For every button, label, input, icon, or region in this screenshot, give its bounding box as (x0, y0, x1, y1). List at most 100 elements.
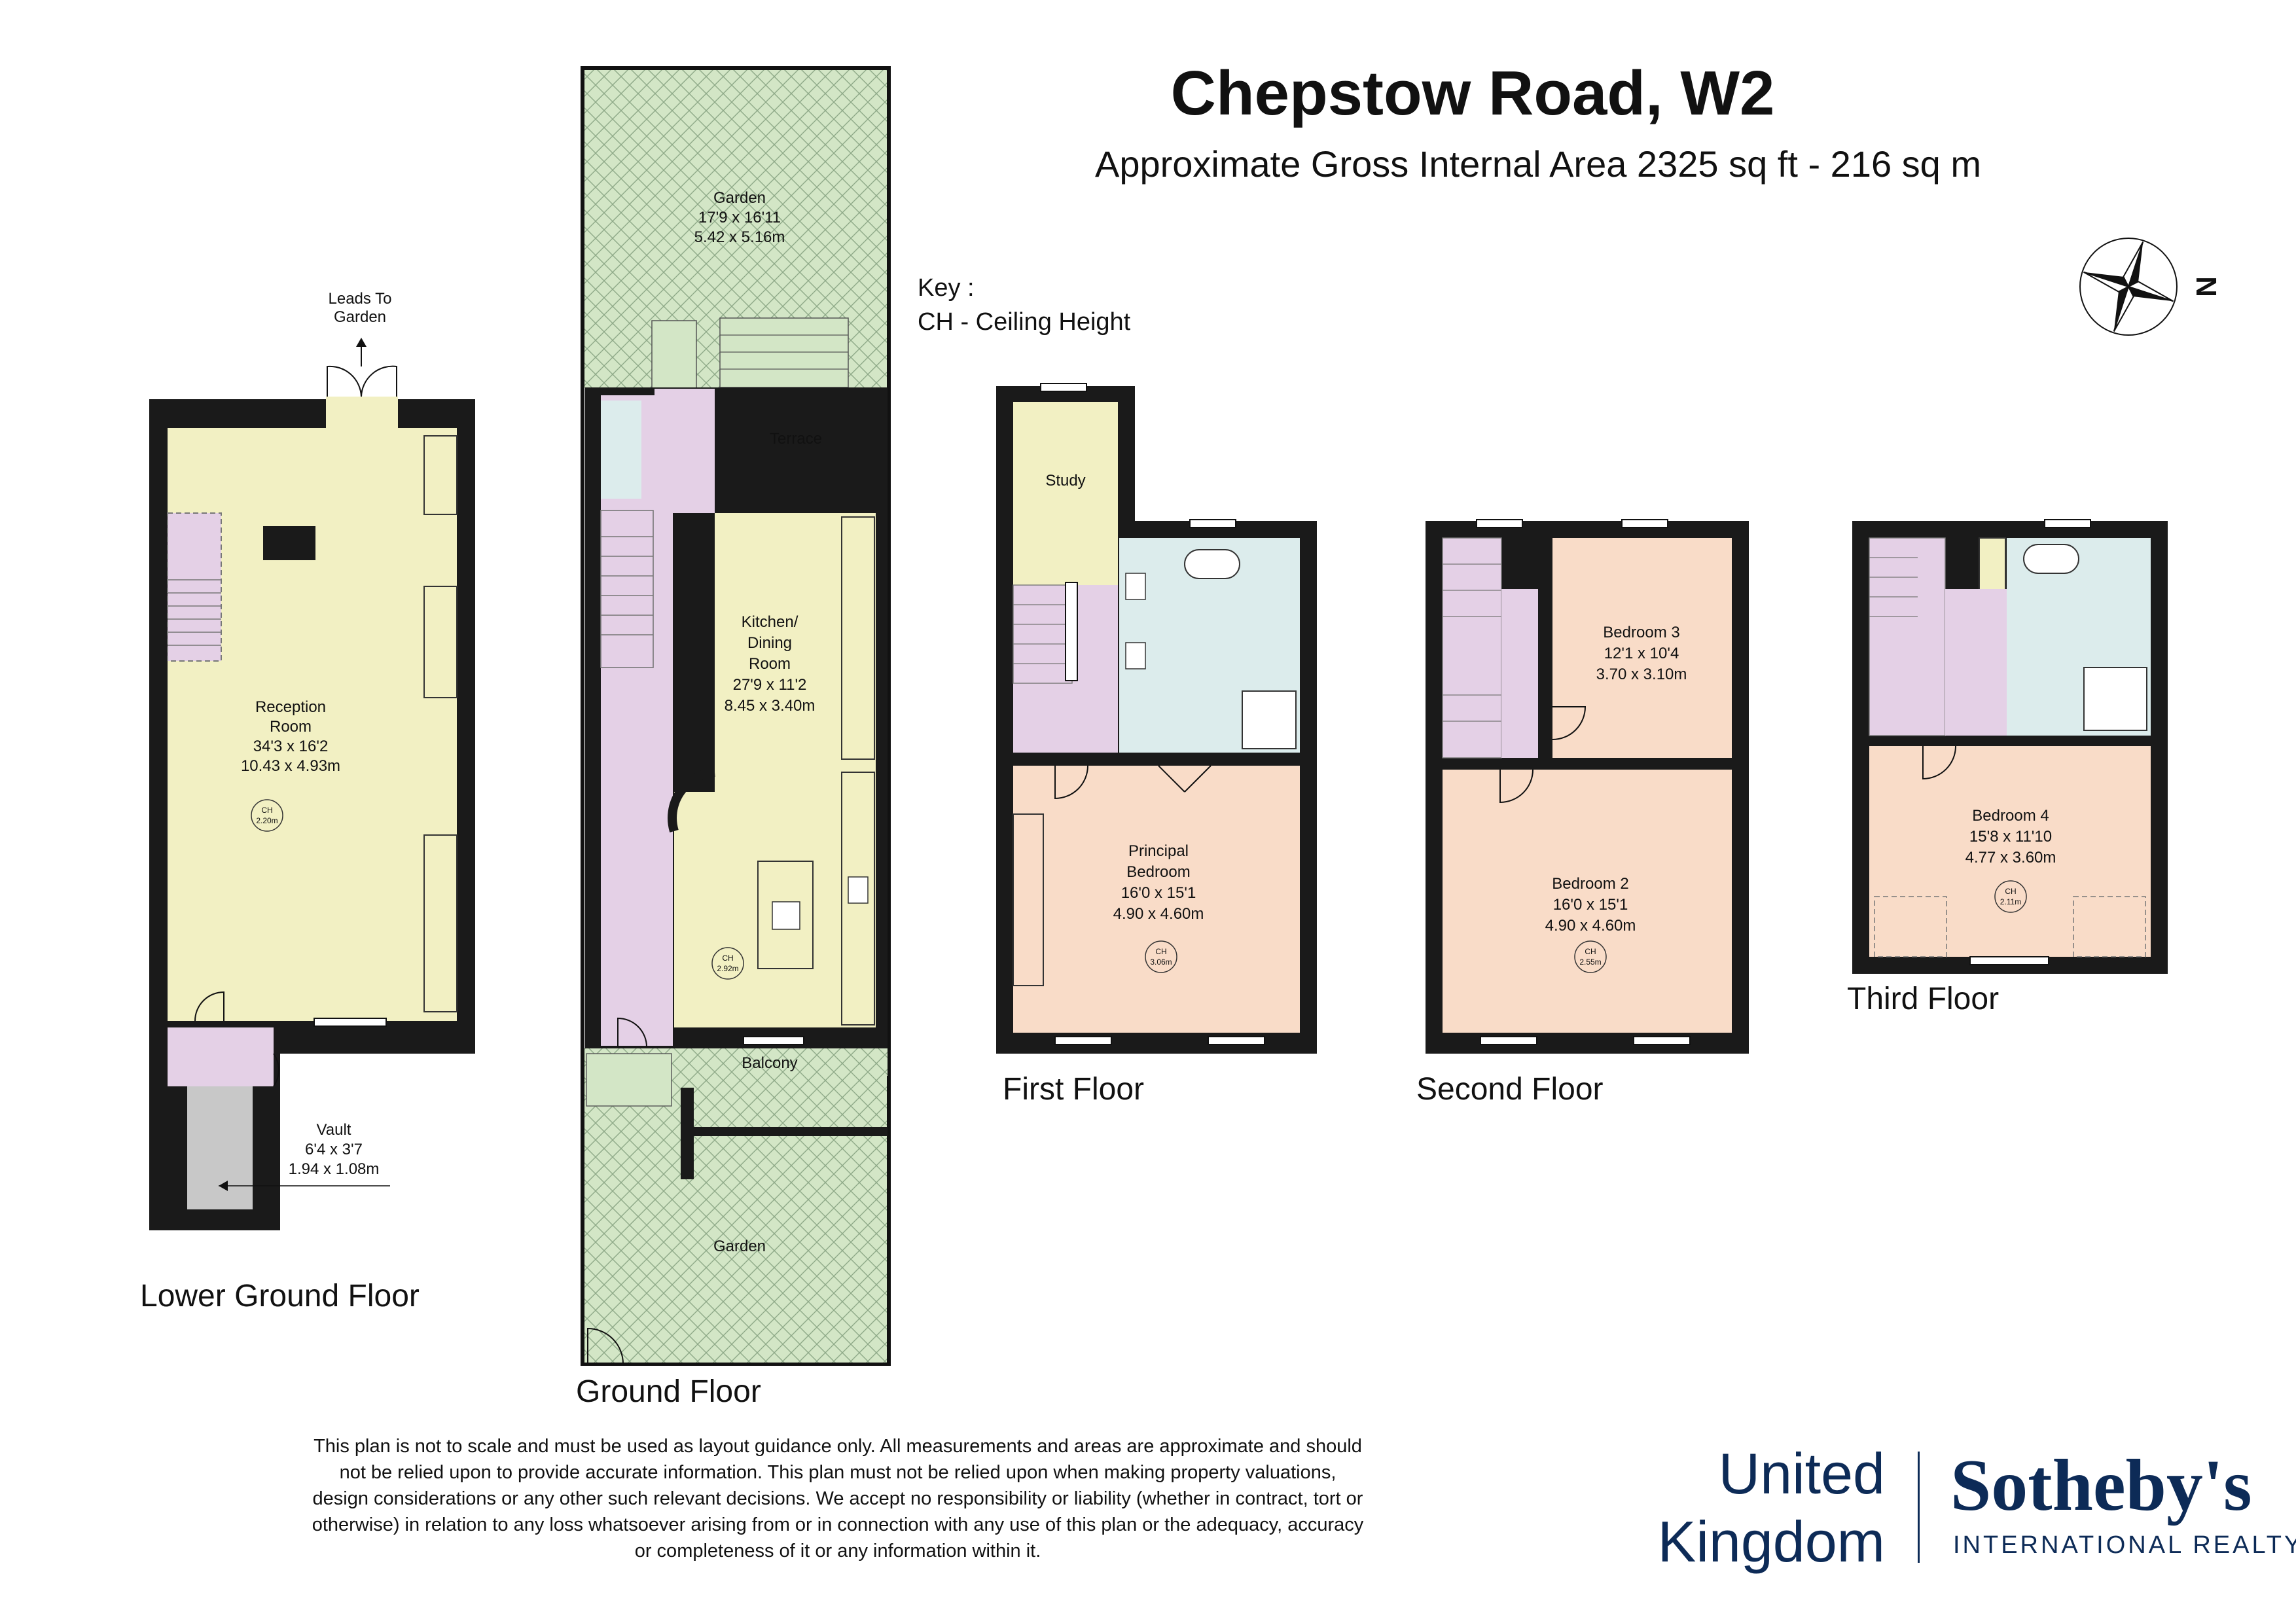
third-floor-stairs (1869, 537, 1946, 736)
principal-ceiling-height-badge (1145, 940, 1177, 973)
vault-area (187, 1086, 253, 1209)
bedroom-4-door (1922, 745, 1956, 780)
lower-ground-floor: Leads To Garden Reception Room 34'3 x 16… (140, 290, 475, 1313)
rear-garden-outline (581, 66, 891, 1366)
principal-bathtub (1184, 549, 1240, 579)
third-floor-window-1 (2044, 519, 2091, 528)
first-floor-handrail (1065, 582, 1078, 681)
second-floor-window-1 (1476, 519, 1523, 528)
principal-wardrobe (1013, 813, 1044, 986)
bedroom-2-name: Bedroom 2 (1552, 875, 1628, 893)
kitchen-counter-right (841, 516, 875, 760)
third-floor-landing (1945, 589, 2007, 736)
rear-garden-metric: 5.42 x 5.16m (694, 228, 785, 246)
second-floor-window-2 (1621, 519, 1668, 528)
disclaimer-line: This plan is not to scale and must be us… (314, 1436, 1362, 1457)
reception-ceiling-height-badge (251, 799, 283, 832)
second-floor-window-4 (1633, 1036, 1691, 1045)
kitchen-name-1: Kitchen/ (742, 613, 798, 631)
logo-region-line-2: Kingdom (1657, 1509, 1885, 1574)
kitchen-left-niche (674, 792, 715, 1027)
bedroom-3-metric: 3.70 x 3.10m (1596, 666, 1687, 683)
bedroom-2-ch-value: 2.55m (1579, 957, 1601, 967)
reception-room-imperial: 34'3 x 16'2 (253, 738, 329, 755)
principal-imperial: 16'0 x 15'1 (1121, 884, 1196, 902)
logo-region: United Kingdom (1636, 1440, 1885, 1576)
hall-to-terrace-passage (655, 389, 715, 513)
front-gate-swing (587, 1327, 624, 1364)
bedroom-4-name: Bedroom 4 (1972, 807, 2049, 825)
second-floor-window-3 (1480, 1036, 1537, 1045)
bedroom-3-name: Bedroom 3 (1603, 624, 1679, 641)
front-door-swing (617, 1017, 647, 1048)
bedroom-4-imperial: 15'8 x 11'10 (1969, 828, 2052, 846)
study-label: Study (1045, 472, 1085, 490)
key-legend: Key : CH - Ceiling Height (918, 271, 1130, 339)
chimney-breast (263, 526, 315, 560)
study (1013, 402, 1118, 585)
vault-metric: 1.94 x 1.08m (289, 1160, 380, 1178)
vault-door-swing (194, 991, 224, 1022)
logo-divider (1918, 1452, 1920, 1563)
reception-stairs (167, 512, 222, 662)
kitchen-ceiling-height-badge (711, 947, 744, 980)
principal-ch-label: CH (1155, 947, 1166, 956)
second-floor-landing (1501, 589, 1538, 758)
terrace-label: Terrace (770, 430, 822, 448)
page-subtitle: Approximate Gross Internal Area 2325 sq … (1094, 143, 1981, 185)
front-lightwell-wall-2 (681, 1127, 888, 1136)
principal-basin-2 (1125, 642, 1146, 669)
vault-name: Vault (317, 1121, 351, 1139)
hob (772, 901, 800, 930)
principal-name-2: Bedroom (1126, 863, 1190, 881)
kitchen-name-2: Dining (747, 634, 792, 652)
disclaimer-line: not be relied upon to provide accurate i… (339, 1462, 1336, 1483)
ground-floor-label: Ground Floor (576, 1374, 761, 1409)
bedroom-4-ch-label: CH (2005, 887, 2016, 896)
reception-cupboard-low (423, 834, 457, 1012)
bath-window (1189, 519, 1236, 528)
kitchen-curved-wall (668, 768, 715, 833)
second-floor-stairs (1442, 537, 1502, 758)
bedroom-2-ch-label: CH (1585, 947, 1596, 956)
ground-floor: Garden 17'9 x 16'11 5.42 x 5.16m Terrace… (576, 66, 891, 1409)
third-floor-window-2 (1969, 956, 2049, 965)
second-floor-label: Second Floor (1416, 1072, 1604, 1107)
bathroom-double-door (1158, 765, 1211, 793)
first-floor-label: First Floor (1003, 1072, 1144, 1107)
vault-imperial: 6'4 x 3'7 (305, 1141, 363, 1158)
balcony-label: Balcony (742, 1054, 797, 1072)
bedroom-3-imperial: 12'1 x 10'4 (1604, 645, 1679, 662)
page-title: Chepstow Road, W2 (1170, 58, 1775, 128)
lower-ground-window (314, 1018, 387, 1027)
bedroom-2-metric: 4.90 x 4.60m (1545, 917, 1636, 935)
principal-window-2 (1208, 1036, 1265, 1045)
rear-door-swing (327, 365, 397, 397)
bedroom-4 (1869, 746, 2151, 957)
principal-window-1 (1054, 1036, 1112, 1045)
reception-room-name-2: Room (270, 718, 312, 736)
key-heading: Key : (918, 274, 975, 302)
wc (601, 401, 641, 499)
principal-bedroom (1013, 766, 1300, 1033)
rear-doors-gap (326, 397, 398, 431)
bedroom-4-metric: 4.77 x 3.60m (1965, 849, 2056, 866)
bedroom-2 (1443, 770, 1732, 1033)
disclaimer-line: otherwise) in relation to any loss whats… (312, 1514, 1364, 1535)
principal-basin-1 (1125, 573, 1146, 600)
reception-room-name-1: Reception (255, 698, 326, 716)
logo-region-line-1: United (1718, 1441, 1885, 1506)
leads-to-garden-label: Garden (334, 308, 386, 326)
front-steps (586, 1053, 672, 1107)
third-floor-label: Third Floor (1847, 982, 1999, 1016)
bedroom-4-ch-value: 2.11m (2000, 897, 2021, 906)
principal-shower (1242, 690, 1297, 749)
leads-to-label: Leads To (329, 290, 392, 308)
bedroom-2-door (1499, 769, 1534, 804)
kitchen-imperial: 27'9 x 11'2 (733, 676, 807, 694)
front-garden-label: Garden (713, 1238, 766, 1255)
kitchen-sink (848, 876, 869, 904)
kitchen-ch-value: 2.92m (717, 964, 738, 973)
bedroom-3-door (1552, 706, 1587, 740)
